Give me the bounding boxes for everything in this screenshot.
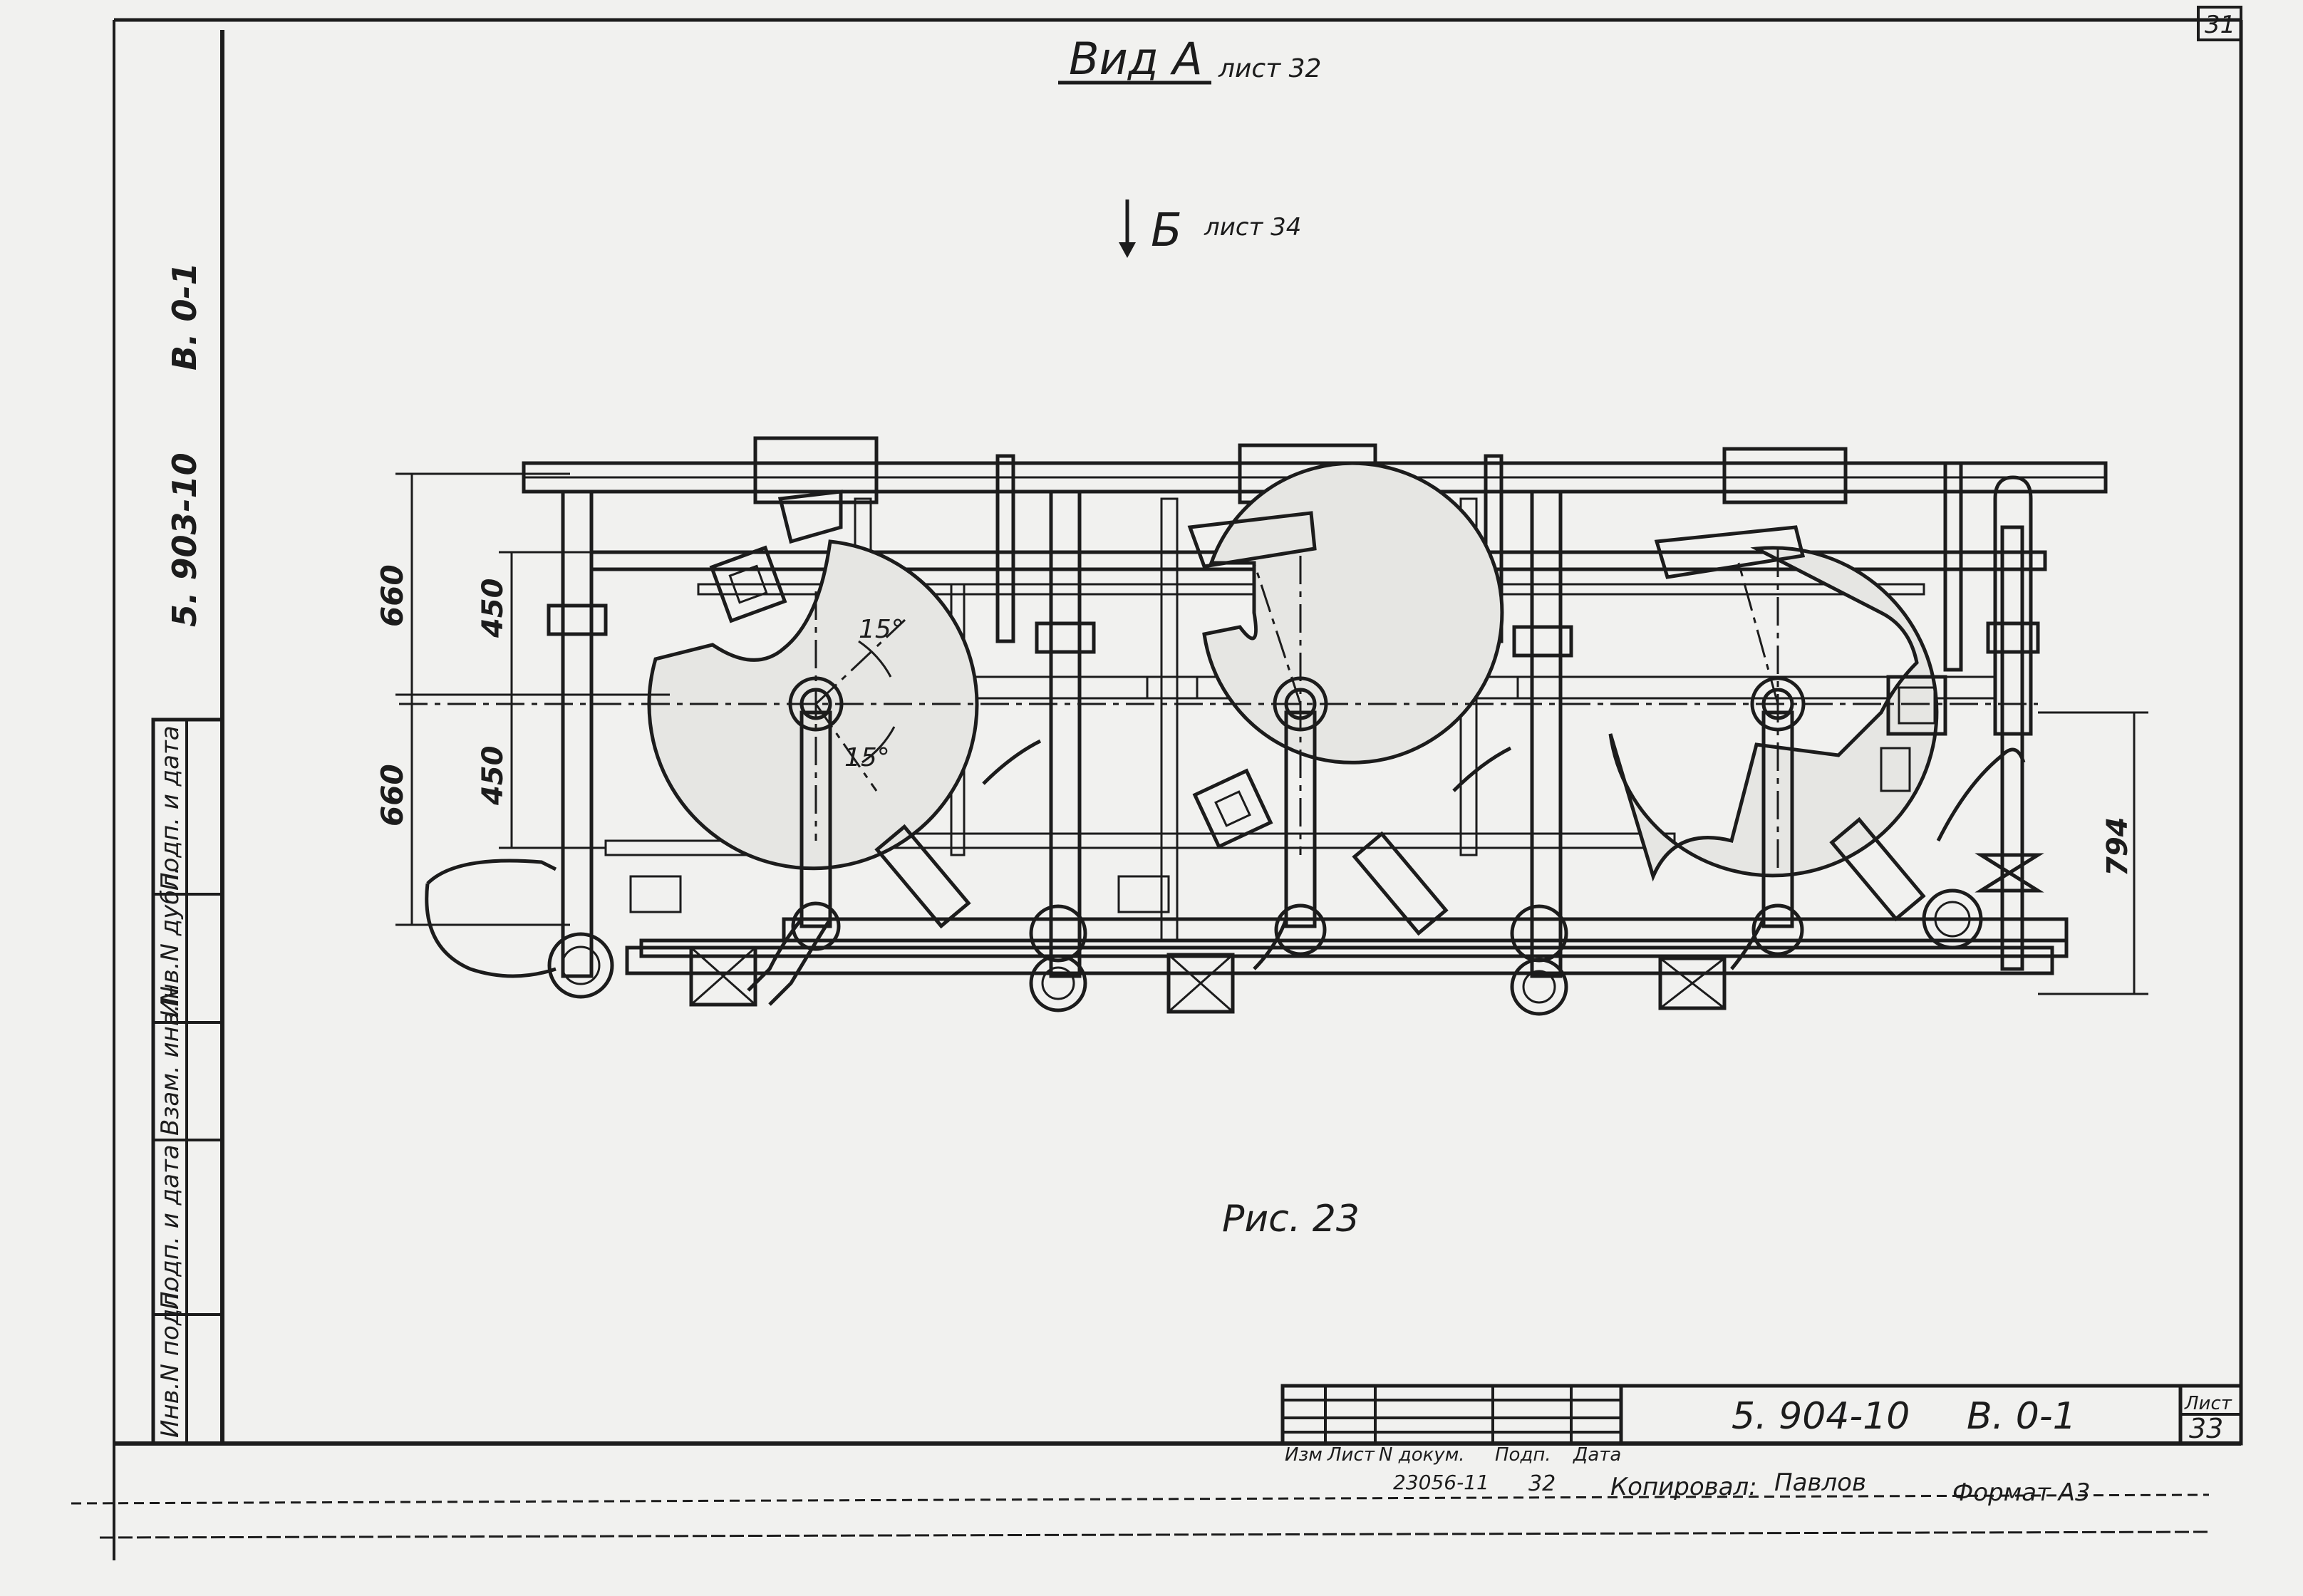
side-stamp [151, 717, 224, 1446]
bottom-collector [425, 859, 2054, 1016]
tb-copied-by-label: Копировал: [1610, 1473, 1757, 1501]
stamp-cell-3: Взам. инв.N [156, 986, 185, 1136]
dim-450-lower: 450 [477, 746, 509, 807]
outlet-pipes [747, 710, 1794, 1006]
tb-sheet-label: Лист [2184, 1393, 2232, 1414]
tb-header-izm: Изм [1285, 1444, 1323, 1466]
tb-doc-number: 23056-11 [1393, 1471, 1489, 1494]
stamp-cell-4: Инв.N дубл. [156, 866, 185, 1017]
section-mark: Б [1151, 204, 1182, 257]
stamp-cell-2: Подп. и дата [156, 1144, 185, 1310]
tb-project-code: 5. 904-10 [1732, 1395, 1910, 1438]
angle-label-top: 15° [859, 615, 904, 644]
tb-format: Формат А3 [1952, 1478, 2091, 1507]
side-project-code: 5. 903-10 [165, 452, 204, 627]
view-title: Вид А [1069, 33, 1203, 85]
side-album: В. 0-1 [165, 262, 204, 370]
tb-header-date: Дата [1573, 1444, 1621, 1466]
section-mark-ref: лист 34 [1204, 213, 1301, 242]
stamp-cell-5: Подп. и дата [156, 725, 185, 891]
tb-copied-by-sign: Павлов [1774, 1468, 1866, 1497]
dim-450-upper: 450 [477, 579, 509, 639]
tb-doc-ref: 32 [1528, 1471, 1556, 1496]
dim-660-lower: 660 [375, 764, 410, 826]
angle-label-bottom: 15° [844, 743, 890, 772]
view-title-ref: лист 32 [1218, 54, 1321, 83]
drum-3 [1608, 525, 1947, 882]
sheet-frame [71, 6, 2243, 1560]
drum-1 [647, 489, 979, 871]
figure-caption: Рис. 23 [1222, 1198, 1360, 1240]
top-brackets [753, 436, 2033, 736]
tb-header-list: Лист [1327, 1444, 1375, 1466]
valves [629, 747, 2044, 1014]
sheet-corner-number: 31 [2205, 11, 2235, 39]
stamp-cell-1: Инв.N подл. [156, 1285, 185, 1438]
inclined-drives [874, 739, 2026, 936]
tb-header-sign: Подп. [1495, 1444, 1551, 1466]
dim-794: 794 [2101, 817, 2134, 877]
section-arrow [1119, 200, 1136, 258]
drum-2 [1187, 461, 1504, 855]
tb-header-doc: N докум. [1379, 1444, 1465, 1466]
support-clamps [547, 603, 2040, 700]
tb-sheet-number: 33 [2189, 1413, 2223, 1444]
tb-album: В. 0-1 [1967, 1395, 2076, 1438]
title-block [1280, 1384, 2243, 1446]
dimension-lines [395, 472, 2148, 995]
dim-660-upper: 660 [375, 564, 410, 627]
mechanism-drawing: 15° 15° [375, 436, 2148, 1016]
